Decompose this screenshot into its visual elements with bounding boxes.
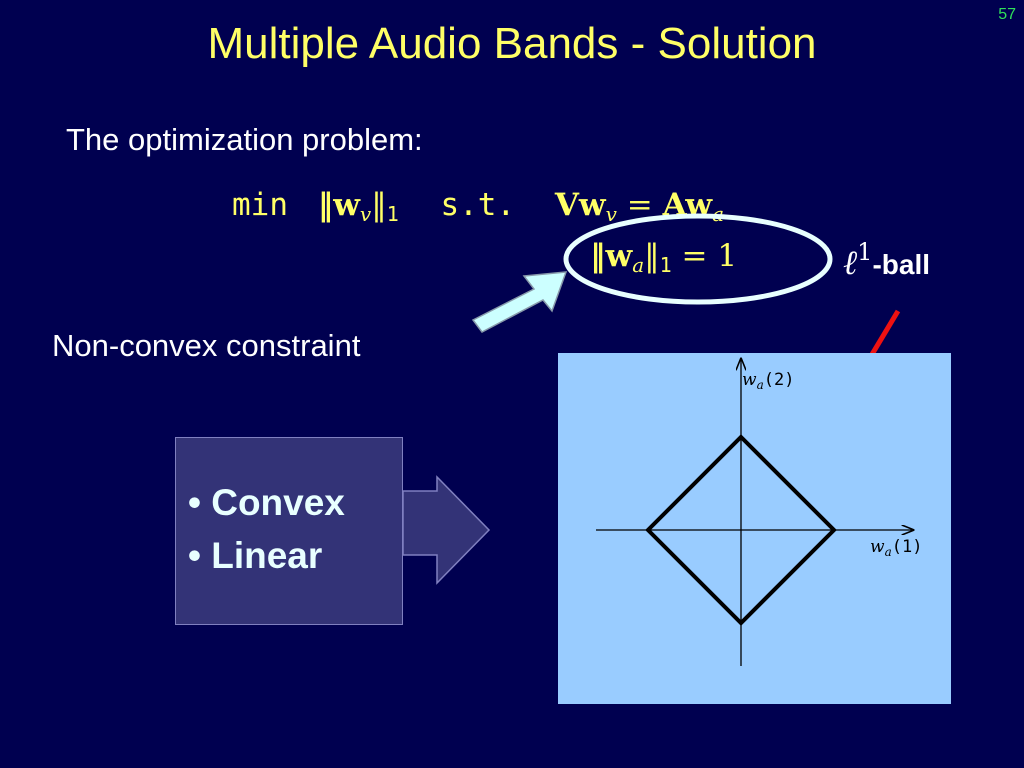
l1-ball-label: ℓ1-ball [843, 238, 930, 283]
optimization-objective: min ‖wv‖1 s.t. Vwv = Awa [232, 187, 724, 226]
highlight-ellipse [563, 213, 833, 305]
constraint-lhs: Vw [554, 187, 606, 223]
plot-svg: wa(2) wa(1) [596, 353, 922, 666]
ball-text: -ball [872, 249, 931, 280]
properties-box: • Convex • Linear [175, 437, 403, 625]
l1-ball-plot: wa(2) wa(1) [558, 353, 951, 704]
bullet-item: • Convex [188, 482, 345, 523]
objective-subscript: v [359, 202, 372, 226]
slide-number: 57 [998, 6, 1016, 23]
block-arrow-icon [471, 271, 568, 333]
norm-constraint-subscript: a [632, 253, 645, 277]
right-pointer-arrow-icon [402, 475, 491, 585]
norm-constraint-rhs: = 1 [681, 238, 738, 274]
norm-constraint-close: ‖ [644, 238, 660, 274]
objective-norm: ‖w [317, 187, 360, 223]
bullet-convex: Convex [211, 482, 345, 523]
slide-title: Multiple Audio Bands - Solution [207, 19, 817, 68]
objective-norm-close: ‖ [371, 187, 387, 223]
ell-superscript: 1 [857, 238, 873, 266]
l1-ball-diamond [645, 434, 837, 626]
y-axis-label: wa(2) [742, 370, 794, 392]
bullet-item: • Linear [188, 535, 323, 576]
bullet-linear: Linear [211, 535, 323, 576]
nonconvex-label: Non-convex constraint [52, 328, 361, 363]
such-that: s.t. [440, 187, 516, 223]
norm-constraint-open: ‖w [590, 238, 633, 274]
min-operator: min [232, 187, 288, 223]
norm-constraint: ‖wa‖1 = 1 [590, 238, 737, 277]
objective-p: 1 [386, 202, 399, 226]
constraint-lhs-subscript: v [605, 202, 617, 226]
x-axis-label: wa(1) [870, 537, 922, 559]
norm-constraint-p: 1 [659, 253, 672, 277]
ell-symbol: ℓ [843, 243, 858, 283]
intro-text: The optimization problem: [66, 122, 423, 157]
